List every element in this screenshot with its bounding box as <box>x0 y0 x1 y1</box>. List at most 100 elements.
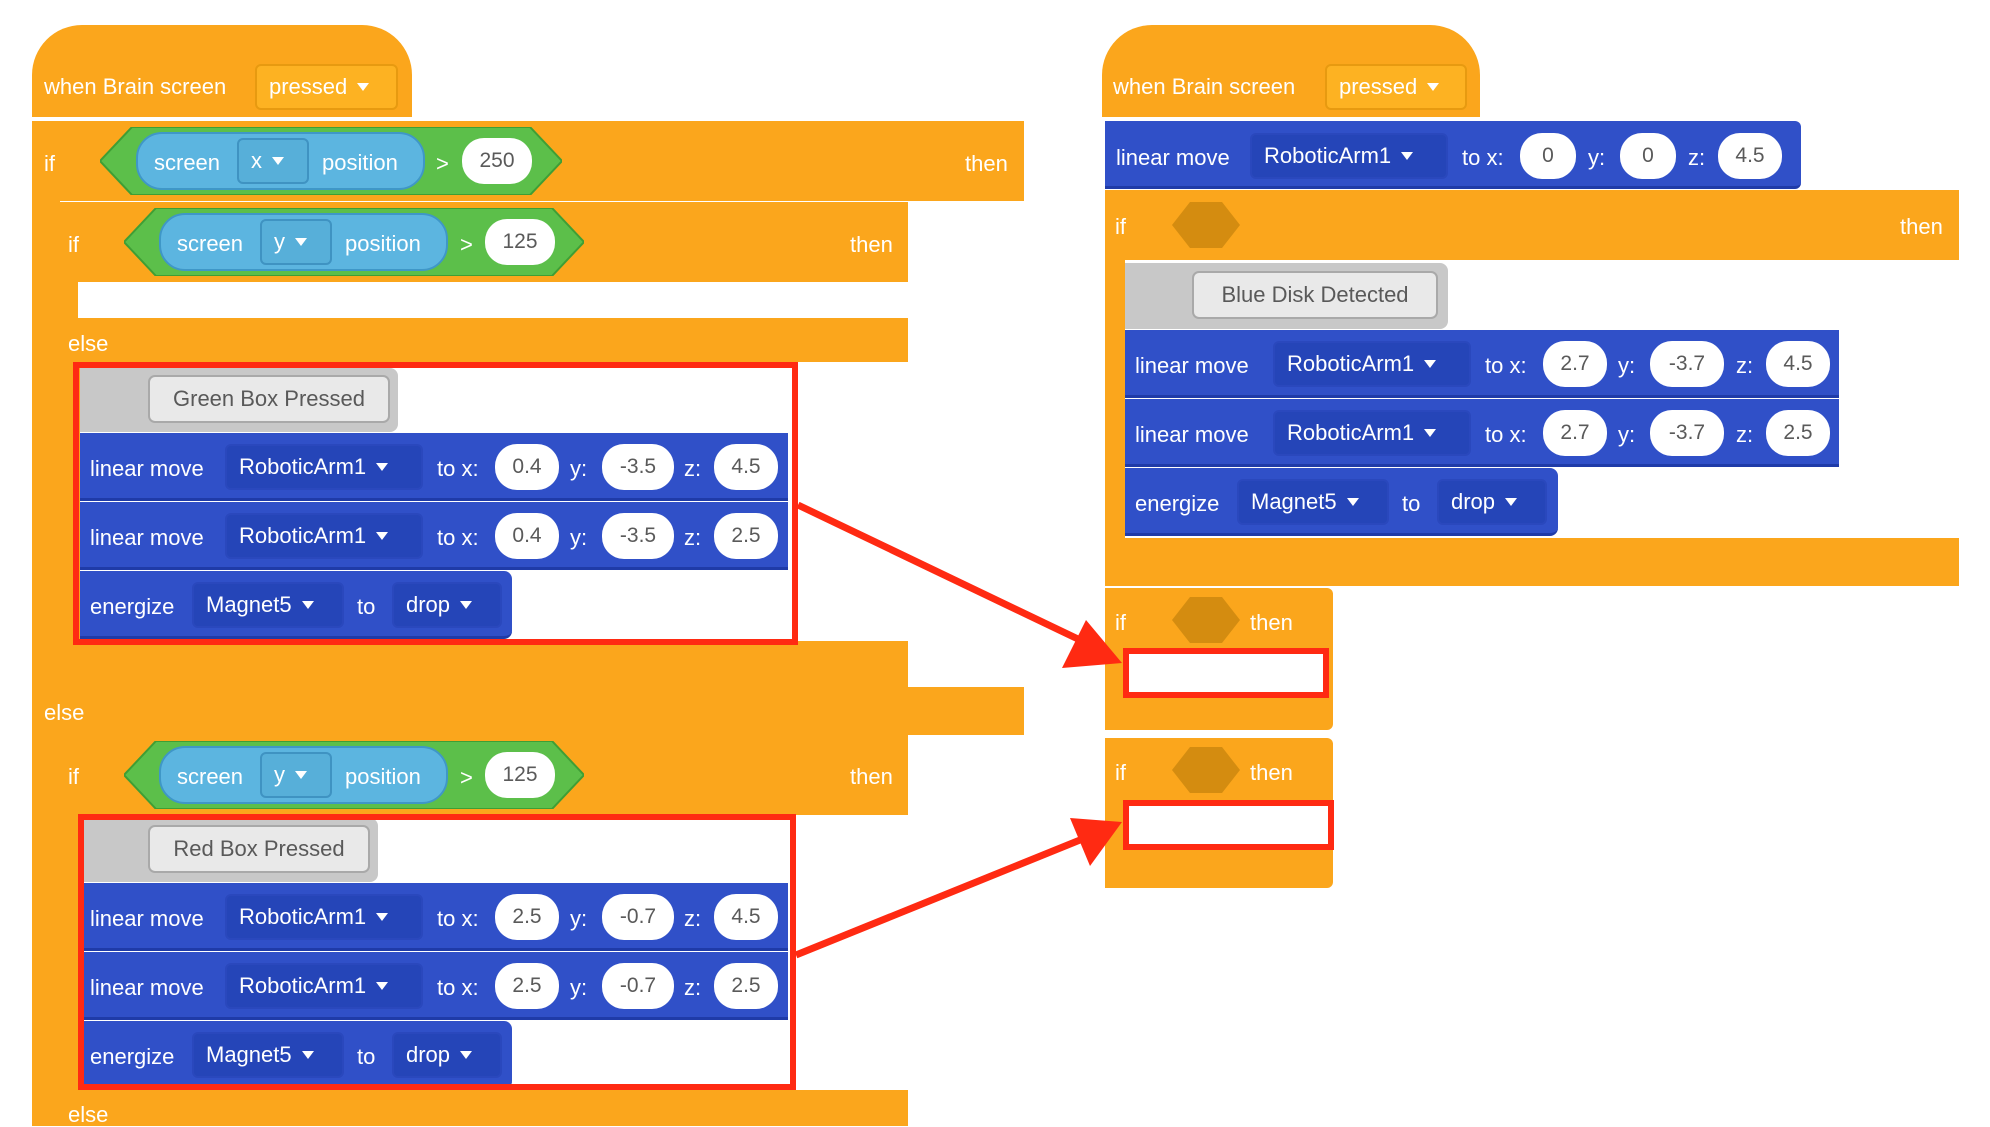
empty-if-1-keyword: if <box>1115 610 1126 635</box>
screen-label: screen <box>177 231 244 256</box>
red-stack-highlight <box>78 814 796 1090</box>
y-value[interactable]: -3.5 <box>602 513 674 559</box>
to-x-label: to x: <box>437 525 479 550</box>
y-value[interactable]: 0 <box>1620 133 1676 179</box>
arm-dropdown[interactable]: RoboticArm1 <box>1273 341 1471 387</box>
y-label: y: <box>570 525 588 550</box>
magnet-dropdown[interactable]: Magnet5 <box>192 1032 344 1078</box>
position-label: position <box>345 231 421 256</box>
linear-move-label: linear move <box>90 525 204 550</box>
arm-dropdown[interactable]: RoboticArm1 <box>225 513 423 559</box>
chevron-down-icon <box>1401 152 1414 160</box>
outer-then-keyword: then <box>965 151 1008 176</box>
blue-if-keyword: if <box>1115 214 1126 239</box>
blue-then-keyword: then <box>1900 214 1943 239</box>
y-value[interactable]: -0.7 <box>602 894 674 940</box>
x-value[interactable]: 2.5 <box>495 963 559 1009</box>
arm-dropdown[interactable]: RoboticArm1 <box>225 444 423 490</box>
z-value[interactable]: 4.5 <box>714 444 778 490</box>
z-label: z: <box>1736 353 1754 378</box>
chevron-down-icon <box>301 1051 314 1059</box>
y-label: y: <box>570 906 588 931</box>
outer-condition-value[interactable]: 250 <box>462 138 532 184</box>
z-label: z: <box>684 525 702 550</box>
blue-comment-label[interactable]: Blue Disk Detected <box>1192 271 1438 319</box>
z-value[interactable]: 4.5 <box>1718 133 1782 179</box>
empty-condition-slot[interactable] <box>1172 747 1240 793</box>
y-value[interactable]: -0.7 <box>602 963 674 1009</box>
axis-y-dropdown[interactable]: y <box>260 219 332 265</box>
outer-if-left-bar <box>32 121 60 1126</box>
arm-dropdown[interactable]: RoboticArm1 <box>225 894 423 940</box>
mode-dropdown[interactable]: drop <box>1437 479 1547 525</box>
x-value[interactable]: 2.7 <box>1543 341 1607 387</box>
second-condition-value[interactable]: 125 <box>485 752 555 798</box>
y-label: y: <box>1618 353 1636 378</box>
second-if-left-bar <box>56 735 80 1126</box>
z-value[interactable]: 4.5 <box>1766 341 1830 387</box>
greater-than-symbol: > <box>460 232 473 257</box>
right-hat-dropdown[interactable]: pressed <box>1325 64 1467 110</box>
arm-dropdown[interactable]: RoboticArm1 <box>1250 133 1448 179</box>
position-label: position <box>322 150 398 175</box>
z-value[interactable]: 2.5 <box>714 963 778 1009</box>
inner-if-keyword: if <box>68 232 79 257</box>
arm-dropdown[interactable]: RoboticArm1 <box>1273 410 1471 456</box>
blue-if-left-bar <box>1105 190 1125 586</box>
z-value[interactable]: 2.5 <box>1766 410 1830 456</box>
x-value[interactable]: 0 <box>1520 133 1576 179</box>
inner-condition-value[interactable]: 125 <box>485 219 555 265</box>
chevron-down-icon <box>272 157 284 165</box>
axis-x-dropdown[interactable]: x <box>237 138 309 184</box>
energize-label: energize <box>90 594 175 619</box>
x-value[interactable]: 0.4 <box>495 444 559 490</box>
y-label: y: <box>570 456 588 481</box>
z-value[interactable]: 4.5 <box>714 894 778 940</box>
left-hat-dropdown[interactable]: pressed <box>255 64 398 110</box>
y-value[interactable]: -3.7 <box>1650 341 1724 387</box>
linear-move-label: linear move <box>90 456 204 481</box>
z-label: z: <box>684 975 702 1000</box>
magnet-dropdown[interactable]: Magnet5 <box>192 582 344 628</box>
second-else-bar <box>56 1090 908 1126</box>
x-value[interactable]: 2.7 <box>1543 410 1607 456</box>
y-value[interactable]: -3.5 <box>602 444 674 490</box>
home-move-block[interactable] <box>1105 121 1801 189</box>
empty-if-2-keyword: if <box>1115 760 1126 785</box>
chevron-down-icon <box>357 83 370 91</box>
magnet-dropdown[interactable]: Magnet5 <box>1237 479 1389 525</box>
red-comment-label[interactable]: Red Box Pressed <box>148 825 370 873</box>
arm-dropdown[interactable]: RoboticArm1 <box>225 963 423 1009</box>
chevron-down-icon <box>1424 429 1437 437</box>
empty-slot-notch <box>78 282 148 318</box>
chevron-down-icon <box>376 913 389 921</box>
screen-label: screen <box>154 150 221 175</box>
inner-else-keyword: else <box>68 331 109 356</box>
energize-label: energize <box>1135 491 1220 516</box>
linear-move-label: linear move <box>90 906 204 931</box>
inner-if-footer <box>56 641 908 687</box>
x-value[interactable]: 2.5 <box>495 894 559 940</box>
second-else-keyword: else <box>68 1102 109 1127</box>
green-comment-label[interactable]: Green Box Pressed <box>148 375 390 423</box>
target-slot-highlight-1 <box>1123 648 1329 698</box>
outer-if-keyword: if <box>44 151 55 176</box>
empty-condition-slot[interactable] <box>1172 202 1240 248</box>
y-value[interactable]: -3.7 <box>1650 410 1724 456</box>
empty-condition-slot[interactable] <box>1172 597 1240 643</box>
y-label: y: <box>1618 422 1636 447</box>
mode-dropdown[interactable]: drop <box>392 582 502 628</box>
chevron-down-icon <box>376 463 389 471</box>
x-value[interactable]: 0.4 <box>495 513 559 559</box>
arrow-red-to-slot <box>794 818 1122 959</box>
outer-else-bar <box>32 687 1024 735</box>
z-label: z: <box>684 906 702 931</box>
outer-else-keyword: else <box>44 700 85 725</box>
axis-y-dropdown[interactable]: y <box>260 752 332 798</box>
to-label: to <box>357 594 376 619</box>
blue-if-header[interactable] <box>1105 190 1959 260</box>
chevron-down-icon <box>1346 498 1359 506</box>
z-value[interactable]: 2.5 <box>714 513 778 559</box>
mode-dropdown[interactable]: drop <box>392 1032 502 1078</box>
